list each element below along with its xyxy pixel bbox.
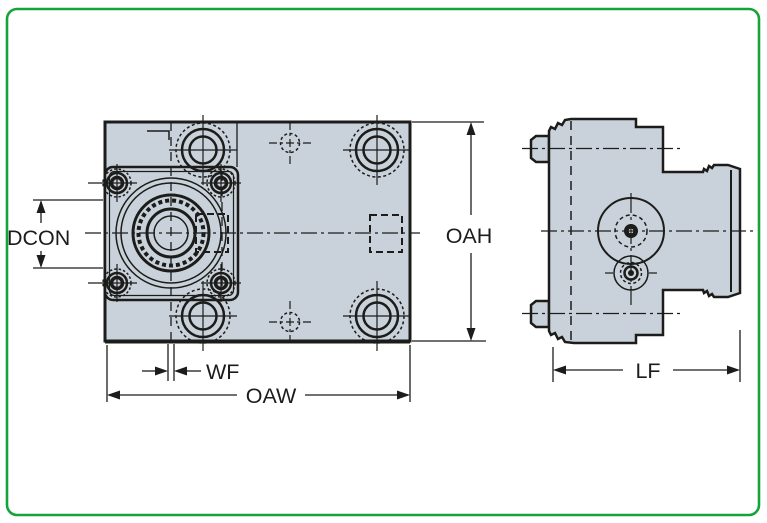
wf-label: WF [206, 360, 239, 384]
flange-bolt [88, 164, 137, 202]
arrow-right [155, 366, 168, 376]
hidden-hole-top [269, 122, 311, 164]
arrow-left [553, 365, 566, 375]
green-border-frame [5, 7, 761, 517]
mounting-bolt [343, 115, 411, 185]
oah-label: OAH [446, 224, 493, 248]
step-reference-line [147, 130, 170, 140]
dimension-wf: WF [142, 344, 239, 384]
dimension-oah: OAH [412, 121, 493, 342]
arrow-down [466, 328, 476, 341]
side-view [522, 117, 757, 345]
flange-bolt [201, 264, 241, 302]
arrow-left [107, 390, 120, 400]
front-view [85, 115, 420, 351]
dcon-label: DCON [7, 226, 70, 250]
dimension-oaw: OAW [106, 345, 411, 408]
arrow-down [36, 255, 46, 268]
arrow-up [466, 122, 476, 135]
arrow-right [397, 390, 410, 400]
lf-label: LF [635, 359, 660, 383]
mounting-bolt [169, 115, 237, 185]
mounting-bolt [169, 281, 237, 351]
arrow-up [36, 200, 46, 213]
oaw-label: OAW [246, 384, 297, 408]
mounting-bolt [343, 281, 411, 351]
arrow-left [174, 366, 187, 376]
dimension-lf: LF [552, 330, 741, 383]
arrow-right [727, 365, 740, 375]
mounting-bolts [169, 115, 411, 351]
flange-bolt [201, 164, 241, 202]
hidden-hole-bottom [269, 301, 311, 343]
flange-bolt [88, 264, 137, 302]
flange-bolts [88, 164, 241, 302]
dimension-dcon: DCON [7, 199, 103, 269]
